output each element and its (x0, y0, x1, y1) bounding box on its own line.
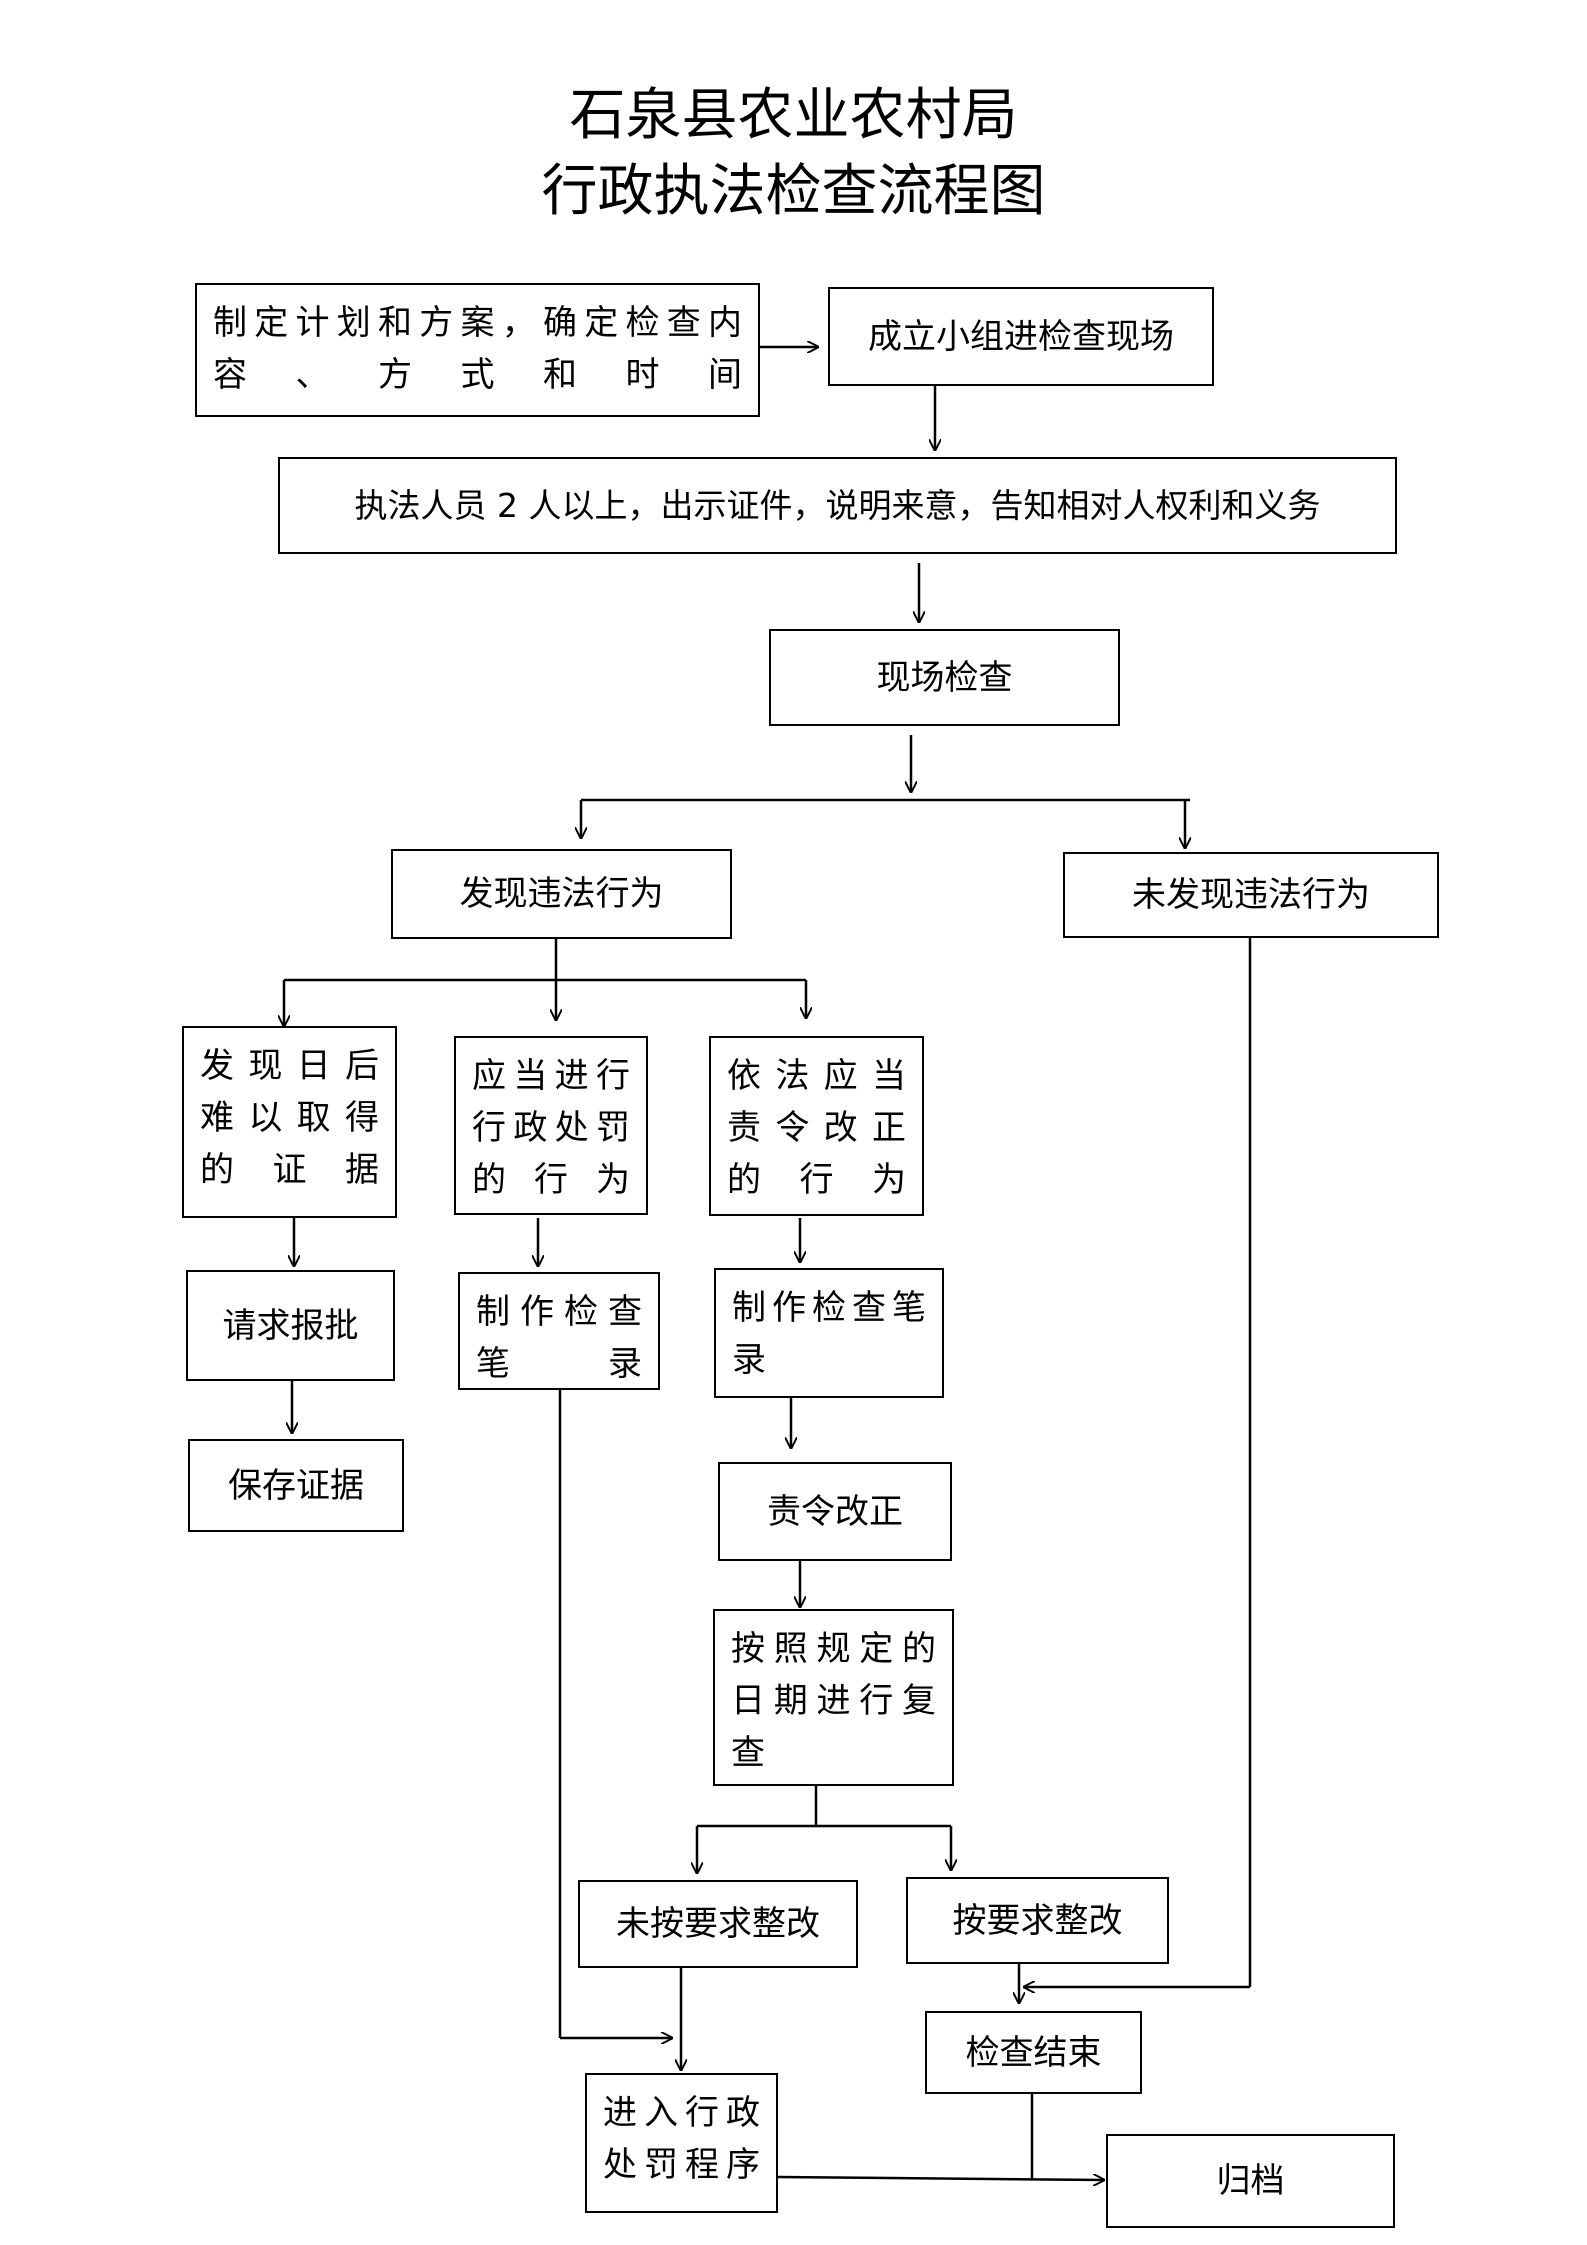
box-preserve-evidence: 保存证据 (188, 1439, 404, 1532)
box-record-b: 制作检查笔 录 (714, 1268, 944, 1398)
box-check-end-text: 检查结束 (965, 2032, 1102, 2073)
box-order-correction-text: 责令改正 (767, 1491, 903, 1532)
box-evidence-hard-text: 发现日后 难以取得 的证据 (200, 1046, 379, 1190)
box-officers-text: 执法人员 2 人以上，出示证件，说明来意，告知相对人权利和义务 (354, 485, 1321, 525)
box-plan-text: 制定计划和方案，确定检查内 容、方式和时间 (213, 303, 742, 395)
box-evidence-hard: 发现日后 难以取得 的证据 (182, 1026, 397, 1218)
title-line-2: 行政执法检查流程图 (541, 159, 1046, 224)
box-archive: 归档 (1106, 2134, 1395, 2228)
box-should-correct: 依法应当 责令改正 的行为 (709, 1036, 924, 1216)
box-not-rectified-text: 未按要求整改 (616, 1904, 820, 1944)
box-recheck-text: 按照规定的 日期进行复 查 (731, 1629, 936, 1773)
box-not-found-text: 未发现违法行为 (1132, 875, 1370, 915)
box-preserve-evidence-text: 保存证据 (228, 1465, 364, 1506)
box-should-penalize: 应当进行 行政处罚 的行为 (454, 1036, 648, 1215)
box-should-penalize-text: 应当进行 行政处罚 的行为 (472, 1056, 630, 1200)
box-penalty-procedure-text: 进入行政 处罚程序 (603, 2093, 760, 2185)
box-recheck: 按照规定的 日期进行复 查 (713, 1609, 954, 1786)
box-archive-text: 归档 (1216, 2161, 1285, 2201)
title-line-1: 石泉县农业农村局 (569, 83, 1018, 148)
box-not-rectified: 未按要求整改 (578, 1880, 858, 1968)
box-not-found: 未发现违法行为 (1063, 852, 1439, 938)
box-request-approval-text: 请求报批 (222, 1305, 359, 1346)
box-request-approval: 请求报批 (186, 1270, 395, 1381)
box-record-a: 制作检查 笔录 (458, 1272, 660, 1390)
box-record-a-text: 制作检查 笔录 (476, 1292, 642, 1384)
box-should-correct-text: 依法应当 责令改正 的行为 (727, 1056, 906, 1200)
box-onsite-text: 现场检查 (876, 657, 1013, 698)
box-team: 成立小组进检查现场 (828, 287, 1214, 386)
box-order-correction: 责令改正 (718, 1462, 952, 1561)
arrow-penalty-to-archive (777, 2177, 1104, 2180)
box-onsite: 现场检查 (769, 629, 1120, 726)
box-check-end: 检查结束 (925, 2011, 1142, 2094)
box-officers: 执法人员 2 人以上，出示证件，说明来意，告知相对人权利和义务 (278, 457, 1397, 554)
box-found: 发现违法行为 (391, 849, 732, 939)
box-found-text: 发现违法行为 (459, 874, 664, 914)
box-record-b-text: 制作检查笔 录 (732, 1288, 926, 1380)
box-rectified: 按要求整改 (906, 1877, 1169, 1964)
box-penalty-procedure: 进入行政 处罚程序 (585, 2073, 778, 2213)
box-rectified-text: 按要求整改 (952, 1900, 1123, 1941)
box-team-text: 成立小组进检查现场 (868, 316, 1174, 357)
box-plan: 制定计划和方案，确定检查内 容、方式和时间 (195, 283, 760, 417)
